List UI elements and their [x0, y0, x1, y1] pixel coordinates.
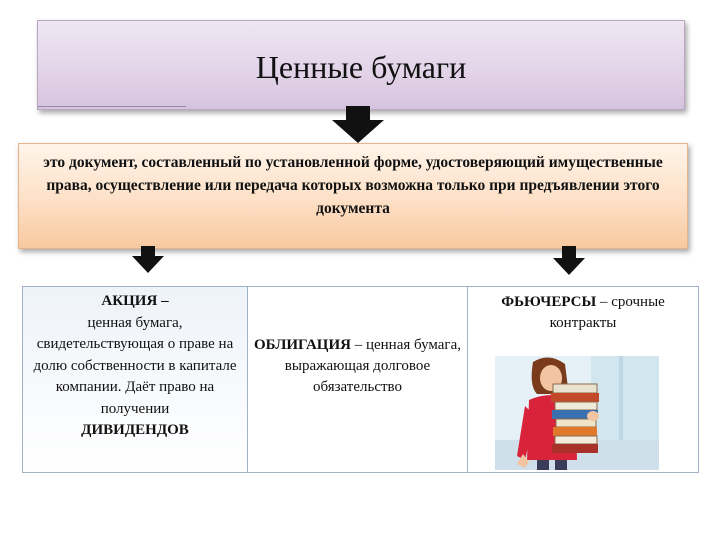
- title-underline: [38, 106, 186, 107]
- futures-cell: ФЬЮЧЕРСЫ – срочные контракты: [468, 287, 698, 472]
- definition-text: это документ, составленный по установлен…: [43, 154, 663, 217]
- arrow-down-icon: [332, 106, 384, 143]
- share-term: АКЦИЯ: [101, 293, 158, 309]
- futures-description: ФЬЮЧЕРСЫ – срочные контракты: [472, 292, 694, 334]
- share-dash: –: [157, 293, 169, 309]
- futures-term: ФЬЮЧЕРСЫ: [501, 294, 597, 310]
- futures-body: – срочные контракты: [549, 294, 665, 331]
- arrow-down-icon: [553, 246, 585, 275]
- arrow-down-icon: [132, 246, 164, 273]
- bond-description: ОБЛИГАЦИЯ – ценная бумага, выражающая до…: [254, 335, 461, 398]
- share-description: АКЦИЯ – ценная бумага, свидетельствующая…: [27, 291, 243, 442]
- page-title: Ценные бумаги: [255, 49, 467, 85]
- title-banner: Ценные бумаги: [37, 20, 685, 110]
- bond-term: ОБЛИГАЦИЯ: [254, 337, 351, 353]
- person-with-books-illustration: [495, 356, 659, 470]
- definition-box: это документ, составленный по установлен…: [18, 143, 688, 249]
- bond-body: – ценная бумага, выражающая долговое обя…: [284, 337, 461, 395]
- share-cell: АКЦИЯ – ценная бумага, свидетельствующая…: [23, 287, 248, 472]
- share-emphasis: ДИВИДЕНДОВ: [81, 422, 189, 438]
- bond-cell: ОБЛИГАЦИЯ – ценная бумага, выражающая до…: [248, 287, 468, 472]
- share-body: ценная бумага, свидетельствующая о праве…: [33, 314, 237, 417]
